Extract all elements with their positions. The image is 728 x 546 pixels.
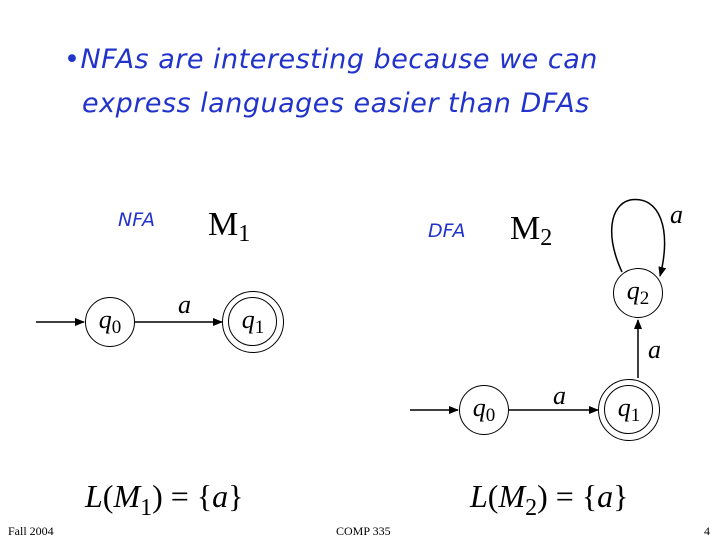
dfa-lang-sym: a <box>597 478 614 514</box>
nfa-lang-M: M <box>113 478 141 514</box>
nfa-edge-label: a <box>178 290 191 319</box>
dfa-q1-accept-ring <box>604 385 653 434</box>
dfa-lang-sub: 2 <box>525 495 538 521</box>
dfa-machine-sub: 2 <box>540 225 553 251</box>
bullet-text: •NFAs are interesting because we can exp… <box>64 38 664 126</box>
nfa-tag: NFA <box>118 209 156 231</box>
nfa-state-q1: q1 <box>222 291 284 353</box>
dfa-lang-L: L <box>470 478 488 514</box>
nfa-q0-name: q <box>98 305 112 334</box>
nfa-q1-sub: 1 <box>254 317 265 338</box>
dfa-lang-close: } <box>613 478 629 514</box>
dfa-q0-name: q <box>472 393 486 422</box>
dfa-state-q2: q2 <box>613 268 663 318</box>
nfa-lang-L: L <box>85 478 103 514</box>
footer-center: COMP 335 <box>336 524 391 538</box>
dfa-state-q0: q0 <box>459 385 509 435</box>
dfa-edge-label-q0-q1: a <box>553 381 566 410</box>
nfa-q1-accept-ring <box>228 297 277 346</box>
nfa-lang-sym: a <box>212 478 229 514</box>
dfa-language: L(M2) = {a} <box>470 478 629 521</box>
dfa-state-q1: q1 <box>598 379 660 441</box>
dfa-q2-sub: 2 <box>639 288 650 309</box>
dfa-edge-label-q1-q2: a <box>648 335 661 364</box>
dfa-tag: DFA <box>428 220 466 242</box>
dfa-machine-name: M2 <box>510 210 552 252</box>
dfa-q1-name: q <box>617 393 631 422</box>
nfa-q0-sub: 0 <box>111 317 122 338</box>
dfa-lang-rest: ) = { <box>537 478 598 514</box>
dfa-machine-letter: M <box>510 210 541 247</box>
dfa-q0-sub: 0 <box>485 405 496 426</box>
dfa-q2-name: q <box>626 276 640 305</box>
nfa-lang-close: } <box>228 478 244 514</box>
bullet-line-1: NFAs are interesting because we can <box>80 44 598 75</box>
footer-left: Fall 2004 <box>8 524 54 538</box>
nfa-state-q0: q0 <box>85 297 135 347</box>
nfa-machine-letter: M <box>208 206 239 243</box>
dfa-edge-label-q2-loop: a <box>670 200 683 229</box>
nfa-language: L(M1) = {a} <box>85 478 244 521</box>
bullet-marker: • <box>64 44 81 75</box>
dfa-self-loop-q2 <box>610 198 667 277</box>
dfa-lang-M: M <box>498 478 526 514</box>
footer-page-number: 4 <box>704 524 710 538</box>
bullet-line-2: express languages easier than DFAs <box>82 88 590 119</box>
nfa-machine-name: M1 <box>208 206 250 248</box>
nfa-lang-rest: ) = { <box>152 478 213 514</box>
dfa-q1-sub: 1 <box>630 405 641 426</box>
nfa-machine-sub: 1 <box>238 221 251 247</box>
nfa-lang-sub: 1 <box>140 495 153 521</box>
nfa-q1-name: q <box>241 305 255 334</box>
